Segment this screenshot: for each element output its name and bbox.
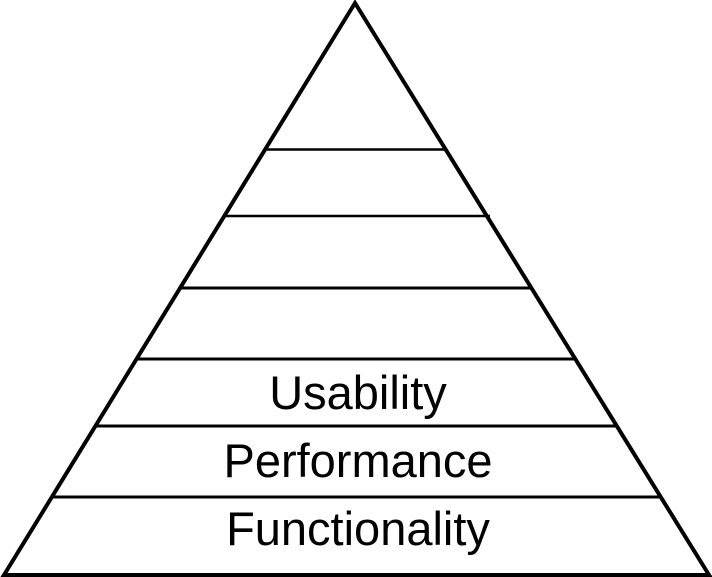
tier-label-performance: Performance <box>223 434 492 487</box>
tier-label-usability: Usability <box>269 366 447 419</box>
tier-label-functionality: Functionality <box>226 502 490 555</box>
